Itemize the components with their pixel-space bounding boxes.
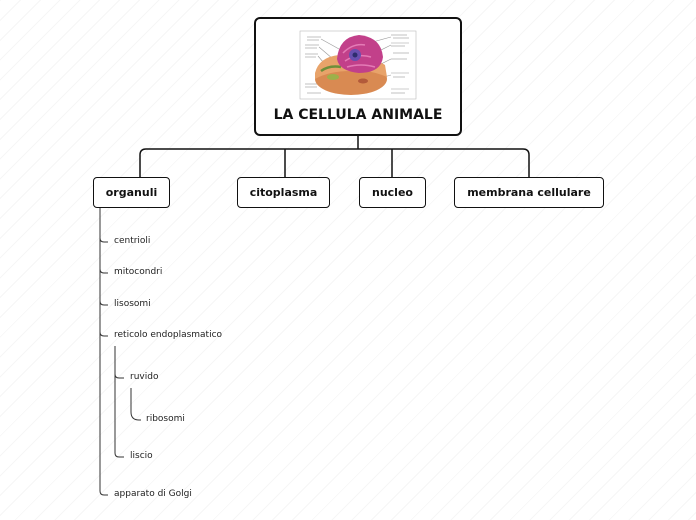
root-title: LA CELLULA ANIMALE <box>273 107 443 123</box>
leaf-ruvido[interactable]: ruvido <box>130 372 159 382</box>
node-nucleo[interactable]: nucleo <box>359 177 426 208</box>
node-organuli[interactable]: organuli <box>93 177 170 208</box>
node-citoplasma[interactable]: citoplasma <box>237 177 330 208</box>
leaf-centrioli[interactable]: centrioli <box>114 236 151 246</box>
leaf-mitocondri[interactable]: mitocondri <box>114 267 163 277</box>
root-node[interactable]: LA CELLULA ANIMALE <box>254 17 462 136</box>
leaf-lisosomi[interactable]: lisosomi <box>114 299 151 309</box>
leaf-ribosomi[interactable]: ribosomi <box>146 414 185 424</box>
animal-cell-diagram-icon <box>299 30 417 100</box>
node-membrana-cellulare[interactable]: membrana cellulare <box>454 177 604 208</box>
leaf-apparato-di-golgi[interactable]: apparato di Golgi <box>114 489 192 499</box>
leaf-liscio[interactable]: liscio <box>130 451 153 461</box>
leaf-reticolo-endoplasmatico[interactable]: reticolo endoplasmatico <box>114 330 223 340</box>
